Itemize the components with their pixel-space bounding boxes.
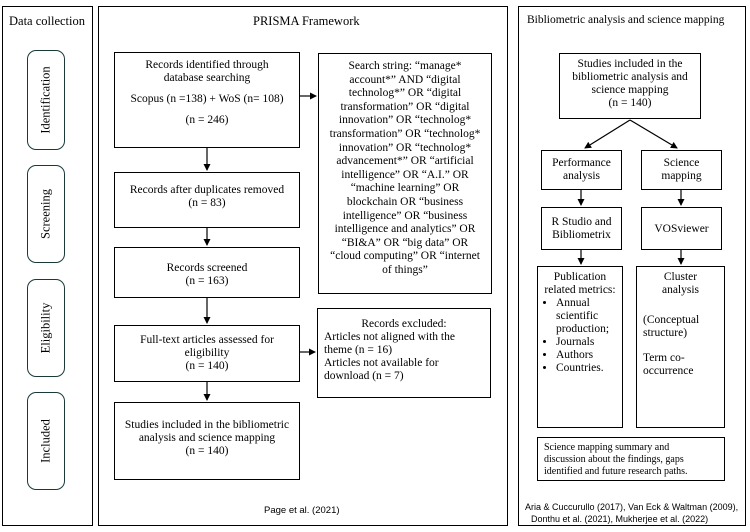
stage-included: Included <box>27 392 65 490</box>
data-collection-title: Data collection <box>9 14 86 28</box>
search-string-box: Search string: “manage* account*” AND “d… <box>318 53 492 294</box>
list-item: Annual scientific production; <box>556 297 622 336</box>
publication-metrics-box: Publication related metrics: Annual scie… <box>537 266 623 428</box>
full-text-assessed-box: Full-text articles assessed for eligibil… <box>114 325 300 382</box>
bibliometric-title: Bibliometric analysis and science mappin… <box>527 14 725 26</box>
stage-eligibility: Eligibility <box>27 279 65 377</box>
studies-included-box: Studies included in the bibliometric ana… <box>114 402 300 480</box>
biblio-citation-line-2: Donthu et al. (2021), Mukherjee et al. (… <box>531 514 709 524</box>
science-mapping-summary-box: Science mapping summary and discussion a… <box>537 437 725 481</box>
records-identified-box: Records identified through database sear… <box>114 52 300 148</box>
vosviewer-box: VOSviewer <box>641 207 722 250</box>
stage-identification: Identification <box>27 50 65 150</box>
duplicates-removed-box: Records after duplicates removed (n = 83… <box>114 172 300 228</box>
bibliometric-panel <box>518 6 746 526</box>
rstudio-bibliometrix-box: R Studio and Bibliometrix <box>541 207 622 250</box>
list-item: Countries. <box>556 362 622 375</box>
arrow-top-to-science <box>629 119 678 149</box>
records-excluded-box: Records excluded: Articles not aligned w… <box>317 308 491 398</box>
arrow-top-to-performance <box>584 119 631 149</box>
list-item: Authors <box>556 349 622 362</box>
cluster-analysis-box: Cluster analysis (Conceptual structure) … <box>636 266 725 428</box>
prisma-citation: Page et al. (2021) <box>264 505 340 516</box>
records-screened-box: Records screened (n = 163) <box>114 247 300 298</box>
data-collection-panel <box>2 6 93 526</box>
performance-analysis-box: Performance analysis <box>541 150 622 190</box>
metrics-list: Annual scientific production; Journals A… <box>538 297 622 375</box>
science-mapping-box: Science mapping <box>641 150 722 190</box>
list-item: Journals <box>556 336 622 349</box>
biblio-citation-line-1: Aria & Cuccurullo (2017), Van Eck & Walt… <box>525 502 739 512</box>
prisma-panel <box>98 6 508 526</box>
prisma-title: PRISMA Framework <box>253 14 360 28</box>
stage-screening: Screening <box>27 165 65 263</box>
biblio-studies-box: Studies included in the bibliometric ana… <box>559 53 701 119</box>
